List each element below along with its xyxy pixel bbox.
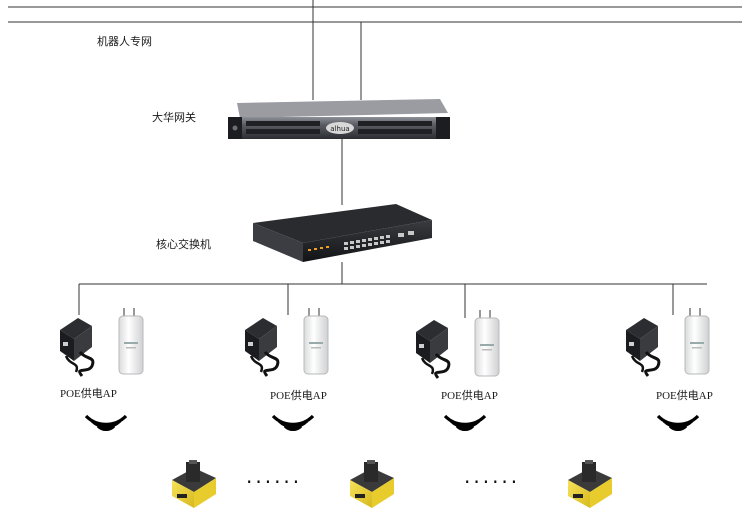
ap-label-4: POE供电AP (656, 390, 713, 402)
core-switch-icon (253, 204, 432, 262)
access-point-icon (684, 308, 710, 375)
access-point-icon (474, 310, 500, 377)
ap-label-1: POE供电AP (60, 388, 117, 400)
access-point-icon (303, 308, 329, 375)
ellipsis-1: ······ (246, 470, 303, 494)
ap-group-1 (60, 308, 144, 377)
network-label: 机器人专网 (97, 35, 152, 48)
wifi-icon (443, 414, 487, 431)
poe-injector-icon (416, 320, 451, 379)
robot-icon (350, 460, 394, 508)
switch-label: 核心交换机 (156, 238, 211, 251)
wifi-icon (656, 414, 700, 431)
access-point-icon (118, 308, 144, 375)
gateway-label: 大华网关 (152, 111, 196, 124)
svg-text:alhua: alhua (330, 125, 349, 133)
ap-group-4 (626, 308, 710, 377)
ellipsis-2: ······ (464, 470, 521, 494)
poe-injector-icon (245, 318, 280, 377)
ap-group-3 (416, 310, 500, 379)
robot-icon (172, 460, 216, 508)
robot-icon (568, 460, 612, 508)
ap-label-2: POE供电AP (270, 390, 327, 402)
ap-label-3: POE供电AP (441, 390, 498, 402)
poe-injector-icon (60, 318, 95, 377)
ap-group-2 (245, 308, 329, 377)
wifi-icon (271, 414, 315, 431)
poe-injector-icon (626, 318, 661, 377)
gateway-server-icon: alhua (228, 99, 450, 139)
wifi-icon (84, 414, 128, 431)
